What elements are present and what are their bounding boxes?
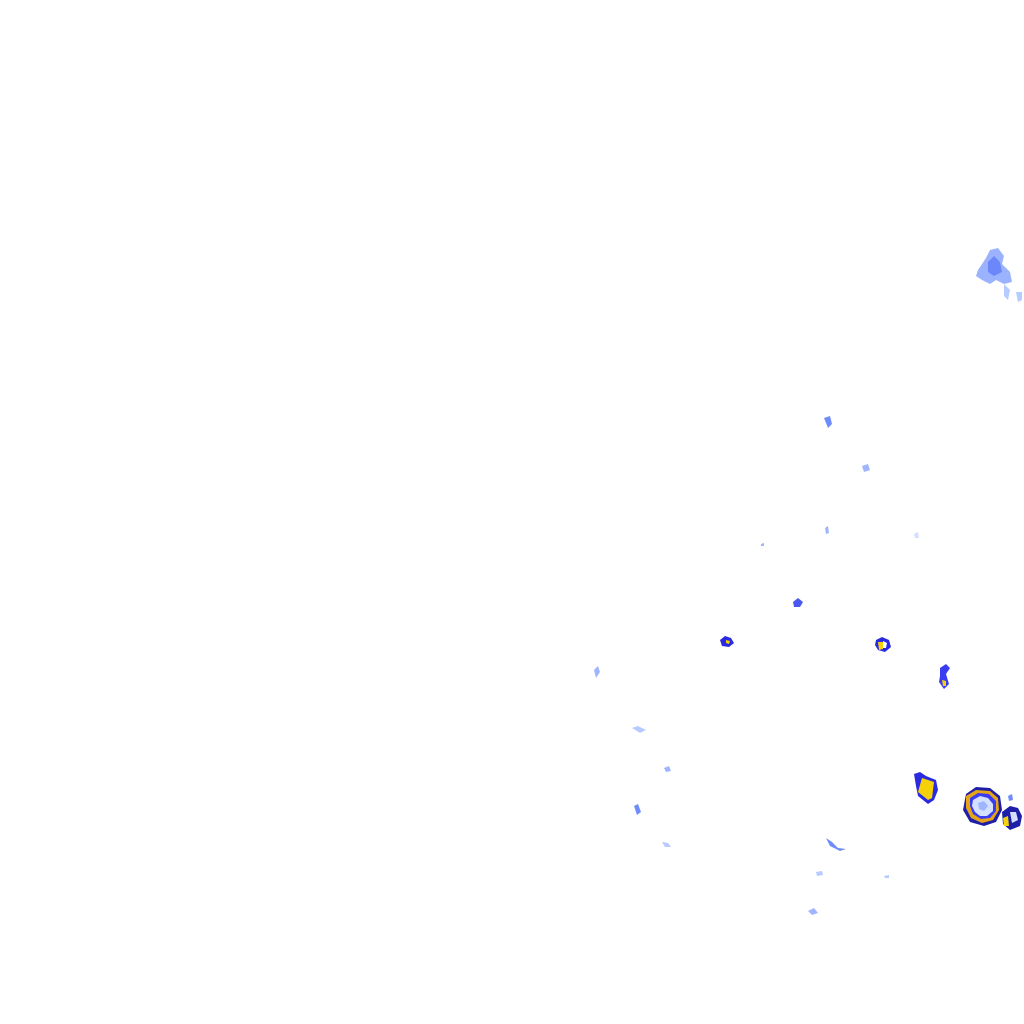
echo-convective-cells [720, 636, 950, 689]
echo-northeast-cluster [976, 248, 1022, 302]
echo-core [970, 793, 996, 819]
echo-core [883, 641, 887, 648]
echo-cell [1008, 794, 1013, 801]
echo-core [942, 680, 946, 686]
echo-cell [976, 248, 1012, 284]
echo-cell [875, 637, 891, 652]
echo-core [972, 796, 993, 816]
echo-cell [634, 804, 641, 815]
echo-cell-943-676 [939, 664, 950, 689]
echo-cell [816, 871, 823, 876]
echo-core [1003, 816, 1009, 826]
echo-cell [988, 256, 1002, 276]
echo-cell [594, 666, 600, 678]
echo-core [1010, 812, 1018, 823]
echo-core [966, 790, 999, 823]
echo-cell [720, 636, 734, 647]
echo-cell-1012-816 [1002, 794, 1022, 830]
echo-cell [914, 532, 919, 538]
echo-cell [824, 416, 832, 428]
echo-cell [632, 726, 646, 733]
echo-cell [808, 908, 818, 915]
echo-cell [884, 875, 889, 878]
echo-cell-982-806 [963, 787, 1002, 826]
echo-cell [793, 598, 803, 607]
echo-cell [664, 766, 671, 772]
echo-cell-719-641 [720, 636, 734, 647]
echo-core [726, 640, 730, 644]
echo-core [978, 801, 988, 811]
echo-southeast-storms [914, 772, 1022, 830]
echo-cell-882-645 [875, 637, 891, 652]
echo-cell [914, 772, 938, 804]
echo-cell [662, 842, 671, 847]
echo-cell [1004, 284, 1010, 300]
echo-cell [825, 526, 829, 534]
echo-core [918, 778, 934, 800]
echo-cell [1016, 292, 1022, 302]
echo-cell [963, 787, 1002, 826]
echo-cell [939, 664, 950, 689]
echo-cell [826, 838, 846, 851]
echo-cell-926-788 [914, 772, 938, 804]
echo-scattered [594, 416, 919, 915]
echo-cell [1002, 806, 1022, 830]
echo-cell [862, 464, 870, 472]
echo-cell [761, 543, 764, 546]
echo-core [878, 642, 883, 650]
